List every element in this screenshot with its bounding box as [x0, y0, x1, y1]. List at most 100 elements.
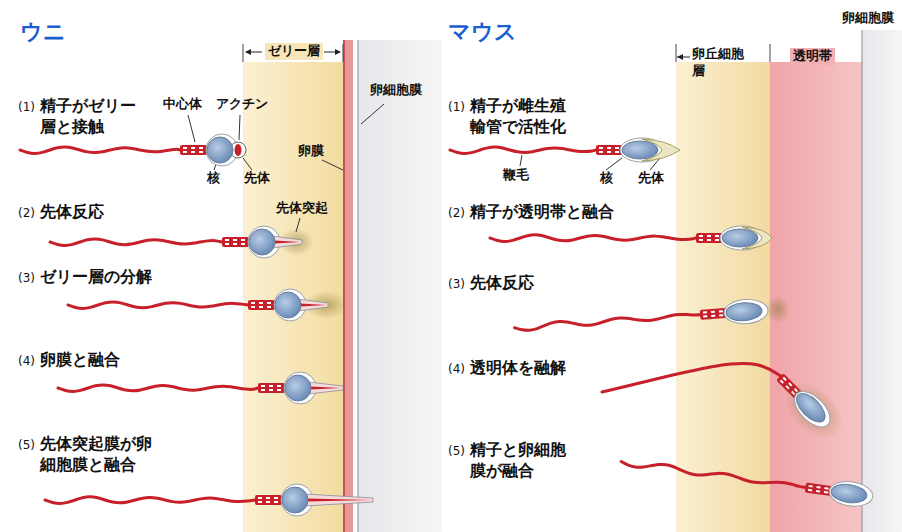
- leader-line: [520, 155, 522, 166]
- step-number: (4): [18, 354, 35, 370]
- mouse-sperm: [620, 450, 875, 509]
- mitochondria-mark: [707, 235, 711, 237]
- mitochondria-mark: [274, 497, 278, 499]
- mitochondria-mark: [183, 151, 187, 153]
- acrosome-content: [765, 295, 791, 325]
- step-number: (1): [18, 100, 35, 116]
- leader-line: [361, 104, 384, 124]
- part-label: アクチン: [216, 96, 268, 113]
- mouse-sperm: [764, 361, 853, 450]
- midpiece: [805, 482, 833, 496]
- flagellum: [68, 302, 248, 308]
- midpiece: [596, 145, 623, 155]
- sperm-membrane: [827, 479, 874, 509]
- midpiece: [248, 300, 275, 310]
- midpiece: [255, 495, 282, 505]
- mitochondria-mark: [233, 239, 237, 241]
- mitochondria-mark: [607, 151, 611, 153]
- mitochondria-mark: [258, 497, 262, 499]
- midpiece: [696, 233, 723, 243]
- mitochondria-mark: [225, 243, 229, 245]
- leader-line: [606, 158, 622, 170]
- nucleus: [830, 482, 868, 505]
- mitochondria-mark: [824, 487, 828, 490]
- step-text: 先体反応: [40, 202, 104, 223]
- dimension-arrowhead: [677, 54, 683, 60]
- nucleus: [285, 375, 311, 401]
- dimension-tick: [243, 44, 244, 62]
- flagellum: [514, 312, 700, 331]
- step-text: 精子が雌生殖輸管で活性化: [470, 96, 572, 138]
- mitochondria-mark: [258, 501, 262, 503]
- mitochondria-mark: [225, 239, 229, 241]
- nucleus: [207, 137, 233, 163]
- part-label: 核: [600, 170, 613, 187]
- sperm-membrane: [248, 226, 280, 258]
- layer-label: 卵細胞膜: [370, 82, 422, 99]
- nucleus: [282, 487, 308, 513]
- step-number: (2): [18, 206, 35, 222]
- part-label: 先体: [244, 170, 270, 187]
- mitochondria-mark: [199, 147, 203, 149]
- mitochondria-mark: [711, 315, 715, 317]
- cumulus-layer: [676, 62, 770, 532]
- mitochondria-mark: [259, 302, 263, 304]
- mitochondria-mark: [808, 489, 812, 492]
- zona-pellucida: [770, 62, 862, 532]
- acrosomal-process: [272, 236, 302, 248]
- nucleus: [275, 292, 301, 318]
- mitochondria-mark: [780, 380, 784, 384]
- midpiece: [258, 383, 285, 393]
- urchin-sperm: [68, 289, 348, 321]
- midpiece: [222, 237, 249, 247]
- leader-line: [188, 115, 195, 142]
- species-title: ウニ: [20, 18, 66, 47]
- actin-filament: [310, 387, 341, 390]
- actin-filament: [274, 241, 300, 244]
- mitochondria-mark: [251, 306, 255, 308]
- mitochondria-mark: [269, 389, 273, 391]
- leader-line: [239, 115, 240, 140]
- mitochondria-mark: [707, 239, 711, 241]
- step-number: (4): [448, 362, 465, 378]
- step-text: 先体反応: [470, 273, 534, 294]
- flagellum: [45, 497, 255, 504]
- urchin-sperm: [20, 134, 246, 166]
- sperm-group: [20, 134, 874, 516]
- mitochondria-mark: [199, 151, 203, 153]
- sperm-membrane: [788, 385, 836, 433]
- step-number: (1): [448, 100, 465, 116]
- mitochondria-mark: [715, 239, 719, 241]
- sperm-membrane: [281, 484, 313, 516]
- mitochondria-mark: [241, 243, 245, 245]
- egg-membrane: [357, 40, 358, 532]
- mitochondria-mark: [266, 497, 270, 499]
- flagellum: [621, 458, 806, 490]
- vitelline-layer: [343, 40, 353, 532]
- actin-filament: [307, 499, 371, 502]
- egg-cytoplasm: [358, 40, 442, 532]
- part-label: 先体: [638, 170, 664, 187]
- mitochondria-mark: [191, 151, 195, 153]
- step-text: 精子と卵細胞膜が融合: [470, 440, 572, 482]
- step-text: 透明体を融解: [470, 358, 566, 379]
- layer-label: 卵丘細胞層: [692, 46, 750, 80]
- mitochondria-mark: [267, 302, 271, 304]
- step-number: (5): [18, 438, 35, 454]
- egg-membrane: [861, 30, 862, 532]
- mitochondria-mark: [183, 147, 187, 149]
- step-number: (3): [448, 277, 465, 293]
- mitochondria-mark: [261, 389, 265, 391]
- step-text: 精子がゼリー層と接触: [40, 96, 142, 138]
- part-label: 核: [207, 170, 220, 187]
- mouse-sperm: [514, 295, 791, 342]
- layer-label: 透明帯: [790, 48, 835, 65]
- mitochondria-mark: [816, 490, 820, 493]
- mitochondria-mark: [699, 235, 703, 237]
- flagellum: [450, 147, 596, 153]
- mitochondria-mark: [191, 147, 195, 149]
- midpiece: [700, 308, 728, 320]
- mitochondria-mark: [277, 389, 281, 391]
- mitochondria-mark: [711, 311, 715, 313]
